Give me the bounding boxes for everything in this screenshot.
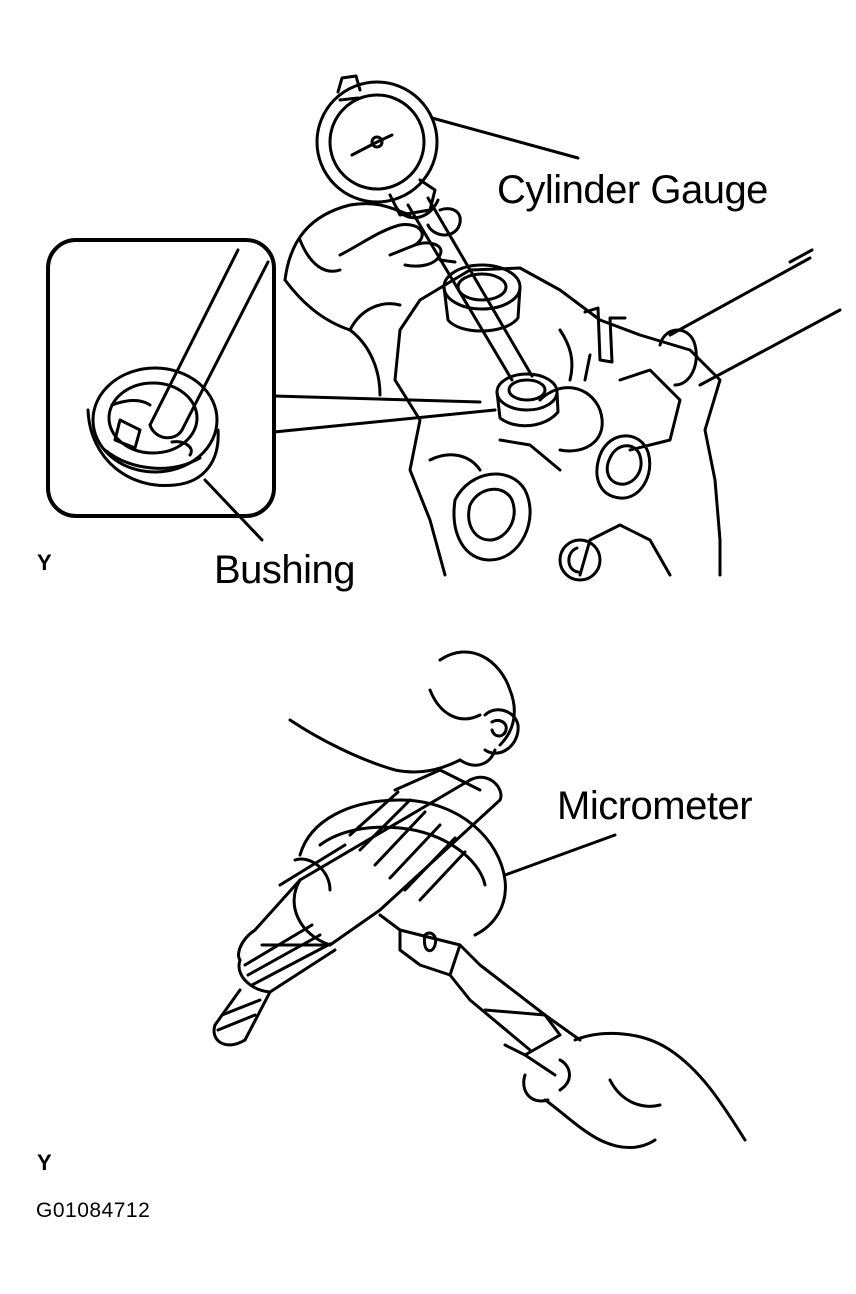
micrometer-label: Micrometer bbox=[557, 784, 753, 828]
bushing-label: Bushing bbox=[214, 548, 356, 592]
micrometer-leader bbox=[503, 833, 617, 877]
holding-hand bbox=[283, 202, 462, 397]
detail-inset-bushing bbox=[86, 248, 270, 488]
bushing-leader bbox=[203, 478, 264, 542]
micrometer-thimble bbox=[483, 1008, 582, 1077]
micrometer-spindle bbox=[378, 913, 547, 1052]
gear-shaft bbox=[212, 768, 503, 1047]
zoom-line-lower bbox=[272, 408, 497, 434]
gear-housing bbox=[393, 266, 722, 582]
figure-marker-bottom: Y bbox=[37, 1150, 52, 1175]
bushing-in-housing bbox=[495, 372, 560, 428]
gauge-rod bbox=[406, 196, 534, 382]
micrometer-frame bbox=[298, 798, 507, 937]
output-shaft bbox=[658, 248, 842, 387]
detail-inset-frame bbox=[46, 238, 276, 518]
upper-hand bbox=[288, 650, 520, 774]
figure-marker-top: Y bbox=[37, 550, 52, 575]
lower-hand bbox=[522, 1032, 747, 1149]
housing-bracket bbox=[583, 306, 627, 382]
zoom-line-upper bbox=[272, 394, 482, 404]
figure-code: G01084712 bbox=[36, 1199, 151, 1222]
cylinder-gauge-leader bbox=[430, 116, 580, 160]
cylinder-gauge-label: Cylinder Gauge bbox=[497, 168, 768, 212]
cylinder-gauge-illustration bbox=[46, 74, 842, 582]
